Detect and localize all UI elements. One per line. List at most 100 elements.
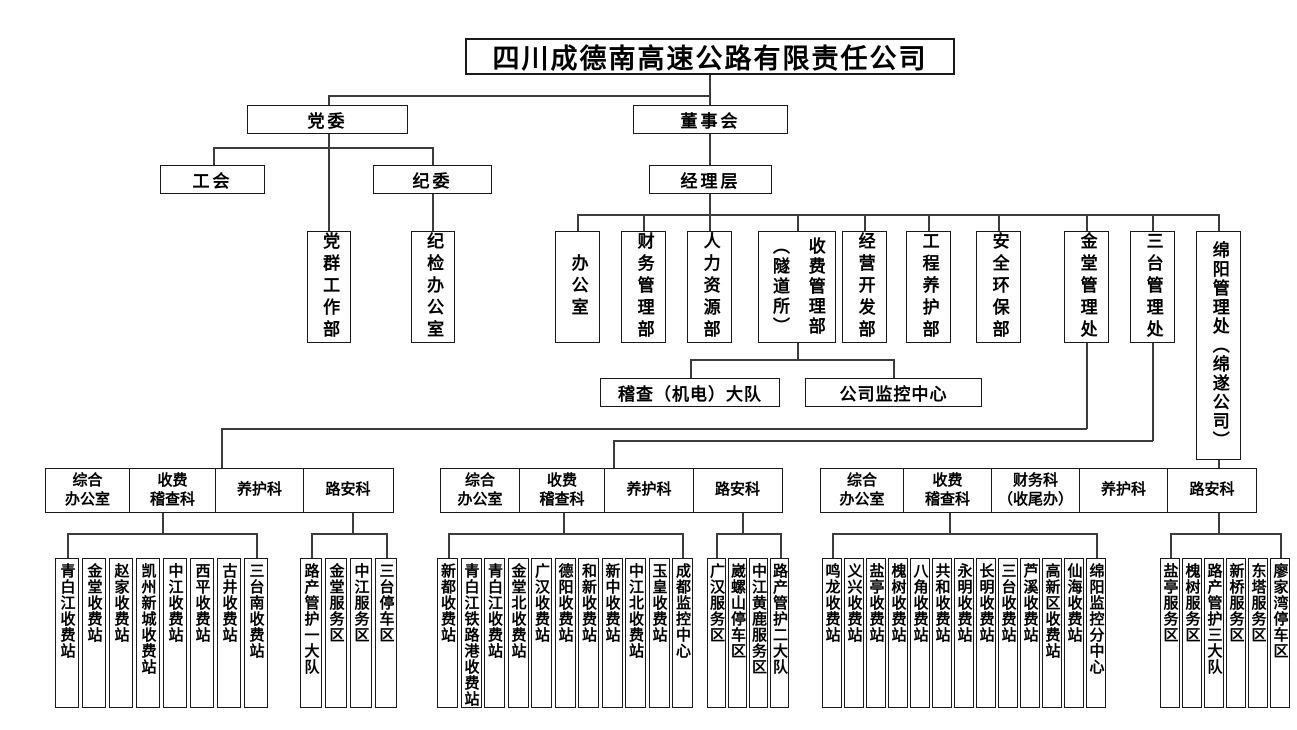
connector-line xyxy=(1086,343,1088,429)
section-3-maintenance-cell: 养护科 xyxy=(1078,468,1169,513)
section-2-general-office-cell: 综合办公室 xyxy=(440,468,520,513)
org-unit-box: 新桥服务区 xyxy=(1226,558,1246,708)
connector-line xyxy=(311,533,313,559)
dept-hr-box: 人力资源部 xyxy=(687,231,732,343)
connector-line xyxy=(432,193,434,232)
connector-line xyxy=(386,533,388,559)
dept-engineering-maintenance-label: 工程养护部 xyxy=(919,232,939,342)
org-unit-box: 西平收费站 xyxy=(190,558,214,708)
dept-engineering-maintenance-box: 工程养护部 xyxy=(906,231,951,343)
section-1-road-safety-group: 路产管护一大队金堂服务区中江服务区三台停车区 xyxy=(300,558,397,708)
org-unit-box: 中江收费站 xyxy=(163,558,187,708)
section-2-toll-inspection-cell: 收费稽查科 xyxy=(518,468,606,513)
org-unit-box: 路产管护二大队 xyxy=(770,558,789,708)
dept-finance-box: 财务管理部 xyxy=(621,231,666,343)
section-1-general-office-cell: 综合办公室 xyxy=(45,468,130,513)
connector-line xyxy=(1170,533,1172,559)
hdr-line: 办公室 xyxy=(839,490,885,508)
connector-line xyxy=(832,533,1097,535)
org-unit-box: 中江服务区 xyxy=(350,558,372,708)
org-unit-box: 青白江铁路港收费站 xyxy=(460,558,482,708)
dept-hr-label: 人力资源部 xyxy=(700,232,720,342)
connector-line xyxy=(256,533,258,559)
org-unit-box: 路产管护一大队 xyxy=(300,558,322,708)
connector-line xyxy=(716,533,718,559)
connector-line xyxy=(432,147,434,166)
discipline-inspection-office-label: 纪检办公室 xyxy=(424,232,444,342)
company-title-label: 四川成德南高速公路有限责任公司 xyxy=(492,44,928,74)
section-3-toll-inspection-cell: 收费稽查科 xyxy=(902,468,993,513)
labor-union-box: 工会 xyxy=(160,165,265,194)
board-of-directors-label: 董事会 xyxy=(680,112,741,131)
dept-finance-label: 财务管理部 xyxy=(634,232,654,342)
connector-line xyxy=(352,513,354,534)
dept-santai-office-label: 三台管理处 xyxy=(1143,232,1163,342)
company-title: 四川成德南高速公路有限责任公司 xyxy=(465,38,955,75)
org-unit-box: 赵家收费站 xyxy=(109,558,133,708)
dept-mianyang-office-label: 绵阳管理处（绵遂公司） xyxy=(1209,241,1229,450)
dept-toll-management-label: 收费管理部 （隧道所） xyxy=(761,237,832,337)
org-unit-box: 三台停车区 xyxy=(375,558,397,708)
discipline-committee-box: 纪委 xyxy=(373,165,492,194)
hdr-line: 综合 xyxy=(464,471,495,489)
org-unit-box: 长明收费站 xyxy=(976,558,996,708)
connector-line xyxy=(1170,533,1281,535)
org-unit-box: 凯州新城收费站 xyxy=(136,558,160,708)
org-unit-box: 广汉服务区 xyxy=(707,558,726,708)
dept-business-dev-label: 经营开发部 xyxy=(855,232,875,342)
dept-jintang-office-box: 金堂管理处 xyxy=(1064,231,1109,343)
org-unit-box: 廖家湾停车区 xyxy=(1270,558,1290,708)
org-unit-box: 盐亭收费站 xyxy=(866,558,886,708)
connector-line xyxy=(690,359,692,379)
section-2-header-row: 综合办公室 收费稽查科 养护科 路安科 xyxy=(440,468,783,513)
hdr-line: 养护科 xyxy=(1100,481,1146,499)
connector-line xyxy=(328,95,711,97)
discipline-inspection-office-box: 纪检办公室 xyxy=(411,231,455,343)
section-3-general-office-cell: 综合办公室 xyxy=(820,468,904,513)
dept-toll-management-line2: （隧道所） xyxy=(770,237,789,337)
hdr-line: 办公室 xyxy=(457,490,503,508)
connector-line xyxy=(864,214,866,233)
connector-line xyxy=(311,533,387,535)
connector-line xyxy=(213,147,215,166)
section-1-toll-inspection-cell: 收费稽查科 xyxy=(128,468,217,513)
hdr-line: 稽查科 xyxy=(924,490,970,508)
dept-jintang-office-label: 金堂管理处 xyxy=(1077,232,1097,342)
inspection-brigade-label: 稽查（机电）大队 xyxy=(618,385,762,404)
company-monitoring-center-label: 公司监控中心 xyxy=(839,385,948,404)
connector-line xyxy=(832,533,834,559)
org-unit-box: 广汉收费站 xyxy=(531,558,552,708)
connector-line xyxy=(780,533,782,559)
dept-office-label: 办公室 xyxy=(568,254,588,320)
connector-line xyxy=(577,214,579,233)
section-1-maintenance-cell: 养护科 xyxy=(215,468,304,513)
connector-line xyxy=(1152,343,1154,441)
connector-line xyxy=(1280,533,1282,559)
connector-line xyxy=(221,428,223,469)
connector-line xyxy=(797,343,799,360)
party-mass-work-dept-label: 党群工作部 xyxy=(320,232,340,342)
org-unit-box: 鸣龙收费站 xyxy=(822,558,842,708)
dept-safety-env-label: 安全环保部 xyxy=(989,232,1009,342)
section-2-road-safety-cell: 路安科 xyxy=(692,468,783,513)
org-unit-box: 玉皇收费站 xyxy=(648,558,670,708)
dept-toll-management-line1: 收费管理部 xyxy=(805,237,825,337)
org-unit-box: 中江黄鹿服务区 xyxy=(749,558,768,708)
hdr-line: 稽查科 xyxy=(539,490,585,508)
hdr-line: 办公室 xyxy=(64,490,110,508)
org-unit-box: 盐亭服务区 xyxy=(1160,558,1180,708)
org-unit-box: 和新收费站 xyxy=(578,558,599,708)
org-unit-box: 德阳收费站 xyxy=(554,558,576,708)
section-3-road-safety-cell: 路安科 xyxy=(1167,468,1257,513)
org-unit-box: 青白江收费站 xyxy=(55,558,79,708)
connector-line xyxy=(998,214,1000,233)
connector-line xyxy=(162,513,164,534)
connector-line xyxy=(893,359,895,379)
org-unit-box: 金堂北收费站 xyxy=(507,558,529,708)
org-unit-box: 义兴收费站 xyxy=(844,558,864,708)
hdr-line: 养护科 xyxy=(236,481,282,499)
connector-line xyxy=(682,533,684,559)
org-unit-box: 槐树服务区 xyxy=(1182,558,1202,708)
dept-toll-management-box: 收费管理部 （隧道所） xyxy=(758,231,836,343)
